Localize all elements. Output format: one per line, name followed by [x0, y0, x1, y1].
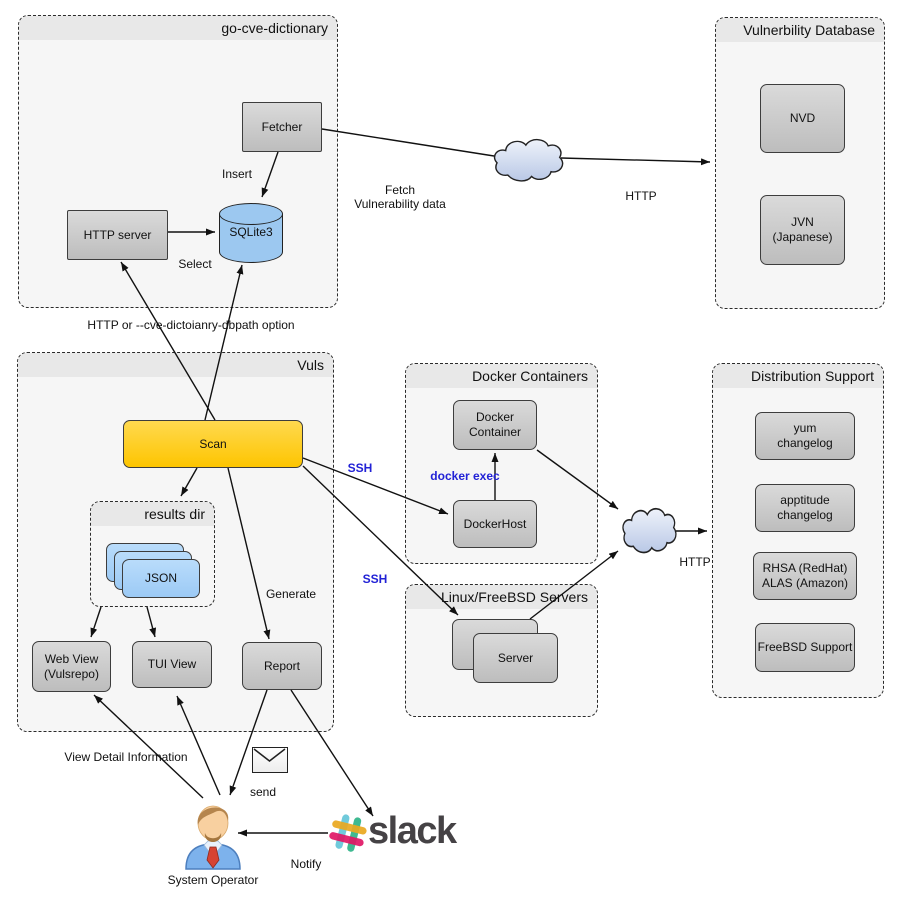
node-rhsa-alas: RHSA (RedHat) ALAS (Amazon) [753, 552, 857, 600]
group-title-docker-containers: Docker Containers [406, 364, 597, 388]
node-web-view: Web View (Vulsrepo) [32, 641, 111, 692]
node-json: JSON [122, 559, 200, 598]
label-http-top: HTTP [625, 189, 657, 203]
label-docker-exec: docker exec [430, 469, 500, 483]
node-docker-host: DockerHost [453, 500, 537, 548]
label-view-detail-information: View Detail Information [64, 750, 188, 764]
node-scan: Scan [123, 420, 303, 468]
node-sqlite3: SQLite3 [219, 203, 283, 263]
label-send: send [249, 785, 277, 799]
label-ssh-docker: SSH [347, 461, 373, 475]
label-http-right: HTTP [679, 555, 711, 569]
system-operator-icon [185, 805, 241, 870]
node-http-server: HTTP server [67, 210, 168, 260]
slack-wordmark: slack [368, 810, 457, 852]
label-ssh-linux: SSH [362, 572, 388, 586]
group-title-results-dir: results dir [91, 502, 214, 526]
group-title-vulnerability-database: Vulnerbility Database [716, 18, 884, 42]
node-tui-view: TUI View [132, 641, 212, 688]
node-apptitude-changelog: apptitude changelog [755, 484, 855, 532]
node-freebsd-support: FreeBSD Support [755, 623, 855, 672]
cloud-icon [622, 507, 677, 554]
label-generate: Generate [265, 587, 317, 601]
label-select: Select [178, 257, 212, 271]
group-title-linux-freebsd-servers: Linux/FreeBSD Servers [406, 585, 597, 609]
label-insert: Insert [221, 167, 253, 181]
edge-cloud-vdb [560, 157, 711, 166]
label-http-or-dbpath-option: HTTP or --cve-dictoianry-dbpath option [87, 318, 295, 332]
node-docker-container: Docker Container [453, 400, 537, 450]
group-results-dir: results dir [90, 501, 215, 607]
node-nvd: NVD [760, 84, 845, 153]
cloud-icon [493, 138, 564, 182]
node-yum-changelog: yum changelog [755, 412, 855, 460]
edge-fetcher-cloud [321, 128, 495, 157]
mail-icon [252, 747, 288, 773]
node-report: Report [242, 642, 322, 690]
label-fetch-vulnerability-data: Fetch Vulnerability data [354, 183, 446, 211]
mail-flap [253, 748, 286, 762]
slack-hashtag-icon [329, 814, 367, 852]
label-notify: Notify [290, 857, 322, 871]
group-title-vuls: Vuls [18, 353, 333, 377]
node-server: Server [473, 633, 558, 683]
cylinder-top [219, 203, 283, 225]
group-title-go-cve-dictionary: go-cve-dictionary [19, 16, 337, 40]
node-jvn: JVN (Japanese) [760, 195, 845, 265]
node-fetcher: Fetcher [242, 102, 322, 152]
sqlite3-label: SQLite3 [229, 225, 273, 239]
label-system-operator: System Operator [167, 873, 259, 887]
group-title-distribution-support: Distribution Support [713, 364, 883, 388]
group-vulnerability-database: Vulnerbility Database [715, 17, 885, 309]
